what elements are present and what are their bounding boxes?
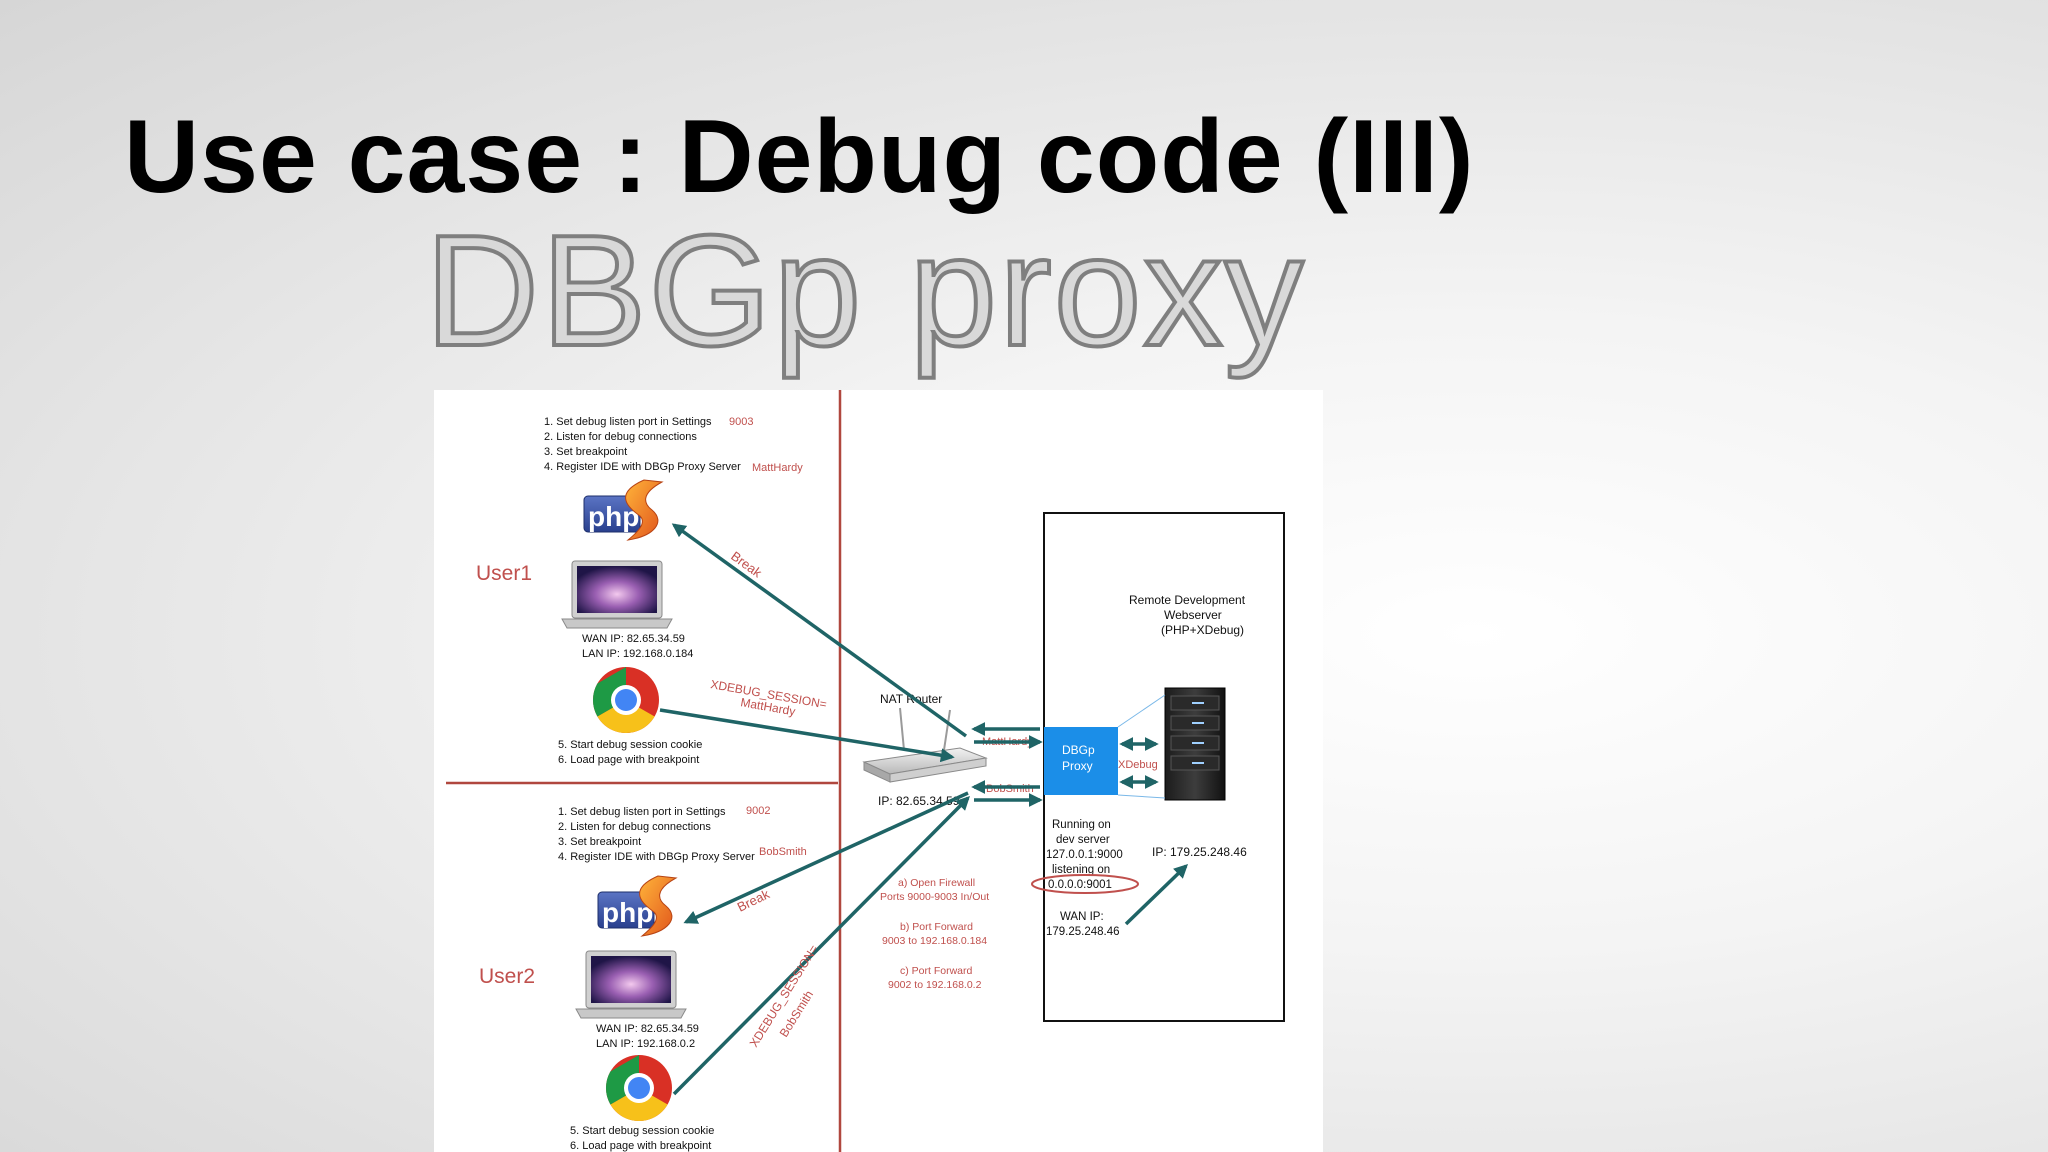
dbgp-proxy-diagram: 1. Set debug listen port in Settings 2. …	[434, 390, 1323, 1152]
router-note-a1: a) Open Firewall	[898, 877, 975, 889]
user1-wan-ip: WAN IP: 82.65.34.59	[582, 633, 685, 645]
user2-browser-step-5: 5. Start debug session cookie	[570, 1125, 714, 1137]
user2-phpstorm-logo: php	[597, 875, 678, 937]
user1-lan-ip: LAN IP: 192.168.0.184	[582, 648, 693, 660]
proxy-running-line5: 0.0.0.0:9001	[1048, 879, 1112, 891]
xdebug-label: XDebug	[1118, 759, 1158, 771]
user2-chrome-logo	[605, 1055, 672, 1122]
server-ip: IP: 179.25.248.46	[1152, 845, 1247, 859]
dbgp-proxy-box	[1044, 727, 1118, 795]
proxy-running-line2: dev server	[1056, 834, 1110, 846]
user1-section: 1. Set debug listen port in Settings 2. …	[476, 416, 803, 766]
user2-step-3: 3. Set breakpoint	[558, 836, 641, 848]
nat-router: NAT Router IP: 82.65.34.59 a) Open Firew…	[862, 692, 1034, 991]
user1-port-label: 9003	[729, 416, 753, 428]
user2-step-2: 2. Listen for debug connections	[558, 821, 711, 833]
router-label: NAT Router	[880, 692, 942, 706]
user2-wan-ip: WAN IP: 82.65.34.59	[596, 1023, 699, 1035]
user1-idekey-label: MattHardy	[752, 462, 803, 474]
router-note-c1: c) Port Forward	[900, 965, 973, 977]
router-note-c2: 9002 to 192.168.0.2	[888, 979, 982, 991]
server-title-line2: Webserver	[1164, 608, 1222, 622]
user1-label: User1	[476, 562, 532, 585]
listen-address-highlight	[1031, 874, 1139, 894]
user2-browser-step-6: 6. Load page with breakpoint	[570, 1140, 711, 1152]
user2-section: 1. Set debug listen port in Settings 2. …	[479, 805, 807, 1152]
wan-ip-value: 179.25.248.46	[1046, 926, 1120, 938]
router-note-b2: 9003 to 192.168.0.184	[882, 935, 987, 947]
router-label-bobsmith: BobSmith	[986, 783, 1034, 795]
proxy-running-line3: 127.0.0.1:9000	[1046, 849, 1123, 861]
dbgp-proxy-label-line2: Proxy	[1062, 759, 1093, 773]
user2-idekey-label: BobSmith	[759, 846, 807, 858]
user1-step-4: 4. Register IDE with DBGp Proxy Server	[544, 461, 741, 473]
arrow-session-user1	[659, 708, 955, 763]
arrow-break-user2	[683, 791, 969, 924]
connection-arrows	[659, 523, 1189, 1096]
user1-laptop-icon	[561, 560, 673, 629]
proxy-link-bottom	[1117, 794, 1166, 799]
user2-port-label: 9002	[746, 805, 770, 817]
proxy-running-line1: Running on	[1052, 819, 1111, 831]
user2-laptop-icon	[575, 950, 687, 1019]
user2-lan-ip: LAN IP: 192.168.0.2	[596, 1038, 695, 1050]
diagram-canvas: 1. Set debug listen port in Settings 2. …	[446, 390, 1285, 1152]
proxy-running-line4: listening on	[1052, 864, 1110, 876]
proxy-link-top	[1117, 694, 1166, 728]
arrow-break-user1	[671, 523, 968, 738]
server-title-line3: (PHP+XDebug)	[1161, 623, 1244, 637]
arrow-session-user2	[672, 796, 970, 1096]
user1-browser-step-6: 6. Load page with breakpoint	[558, 754, 699, 766]
slide-title: Use case : Debug code (III)	[124, 99, 1475, 215]
arrow-wan-to-ip	[1124, 864, 1189, 926]
user2-step-1: 1. Set debug listen port in Settings	[558, 806, 726, 818]
server-tower-icon	[1164, 687, 1226, 801]
dbgp-proxy: DBGp Proxy	[1044, 727, 1118, 795]
slide-subtitle: DBGp proxy	[423, 203, 1306, 379]
user1-browser-step-5: 5. Start debug session cookie	[558, 739, 702, 751]
user1-chrome-logo	[592, 667, 659, 734]
wan-ip-label: WAN IP:	[1060, 911, 1104, 923]
user2-step-4: 4. Register IDE with DBGp Proxy Server	[558, 851, 755, 863]
server-title-line1: Remote Development	[1129, 593, 1246, 607]
user1-step-2: 2. Listen for debug connections	[544, 431, 697, 443]
router-note-a2: Ports 9000-9003 In/Out	[880, 891, 989, 903]
user1-step-1: 1. Set debug listen port in Settings	[544, 416, 712, 428]
dbgp-proxy-label-line1: DBGp	[1062, 743, 1095, 757]
user1-phpstorm-logo: php	[583, 479, 664, 541]
user1-step-3: 3. Set breakpoint	[544, 446, 627, 458]
user2-label: User2	[479, 965, 535, 988]
router-note-b1: b) Port Forward	[900, 921, 973, 933]
